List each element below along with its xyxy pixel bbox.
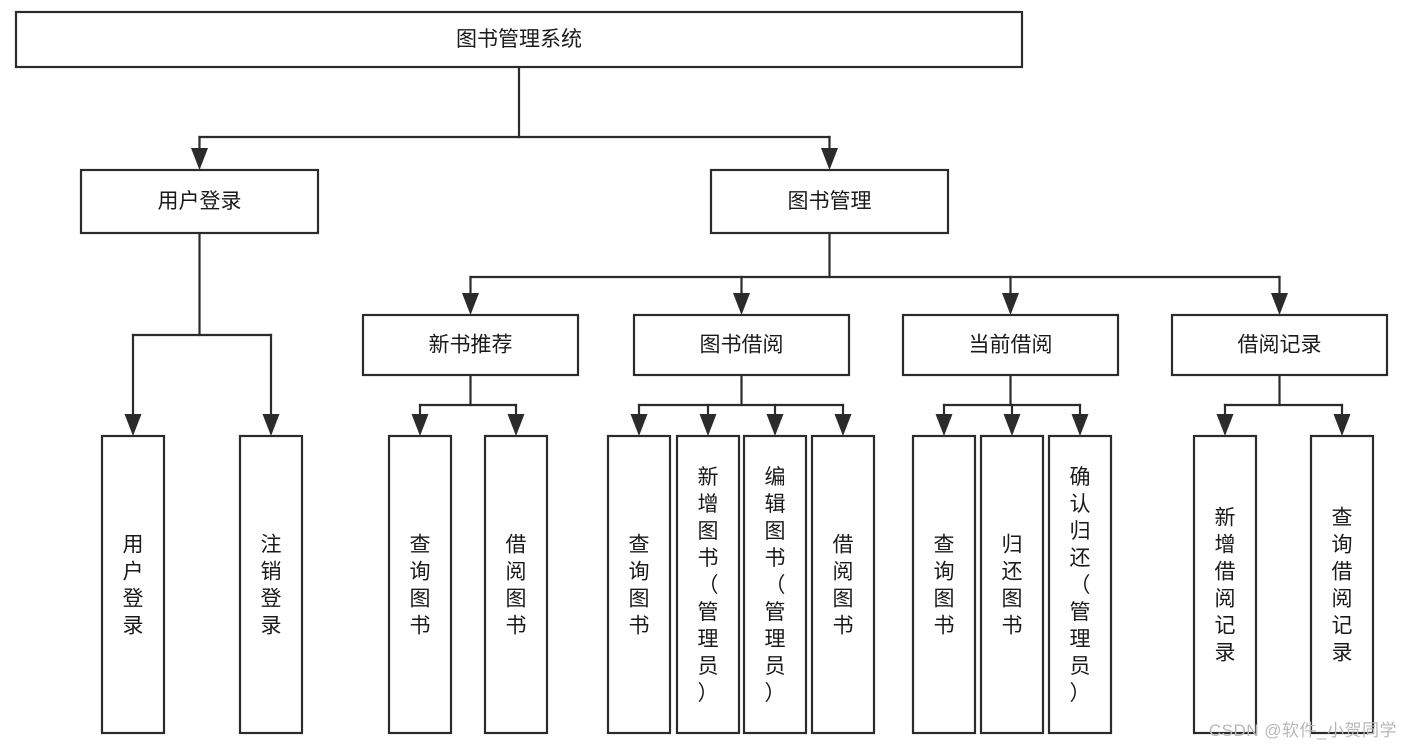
connector-group-newbook xyxy=(411,373,525,436)
tree-node-record[interactable]: 借阅记录 xyxy=(1170,313,1389,377)
tree-node-leaf-borrow-3[interactable]: 编辑图书（管理员） xyxy=(742,434,808,735)
arrow-head-icon xyxy=(821,148,838,170)
node-label: 查询借阅记录 xyxy=(1332,507,1353,665)
tree-node-leaf-login-2[interactable]: 注销登录 xyxy=(238,434,304,735)
connector-group-login xyxy=(124,231,280,436)
node-label: 注销登录 xyxy=(261,534,282,638)
tree-node-leaf-current-2[interactable]: 归还图书 xyxy=(979,434,1045,735)
node-label: 用户登录 xyxy=(158,190,242,213)
watermark-label: CSDN @软件_小贺同学 xyxy=(1208,721,1397,740)
node-label: 查询图书 xyxy=(629,534,650,638)
node-label: 归还图书 xyxy=(1002,534,1023,638)
node-box[interactable] xyxy=(1309,434,1375,735)
arrow-head-icon xyxy=(766,414,784,436)
tree-node-login[interactable]: 用户登录 xyxy=(79,168,320,235)
tree-node-root[interactable]: 图书管理系统 xyxy=(14,10,1024,69)
arrow-head-icon xyxy=(191,148,208,170)
arrow-head-icon xyxy=(935,414,953,436)
node-label: 新增借阅记录 xyxy=(1215,507,1236,665)
arrow-head-icon xyxy=(733,293,750,315)
arrow-head-icon xyxy=(630,414,648,436)
arrow-head-icon xyxy=(124,414,142,436)
connector-group-record xyxy=(1216,373,1351,436)
node-box[interactable] xyxy=(709,168,950,235)
tree-node-leaf-borrow-1[interactable]: 查询图书 xyxy=(606,434,672,735)
node-box[interactable] xyxy=(14,10,1024,69)
connector-group-borrow xyxy=(630,373,852,436)
connectors-layer xyxy=(124,65,1351,436)
node-box[interactable] xyxy=(911,434,977,735)
node-label: 确认归还（管理员） xyxy=(1070,466,1091,705)
arrow-head-icon xyxy=(1071,414,1089,436)
connector-group-root xyxy=(191,65,838,170)
node-box[interactable] xyxy=(675,434,741,735)
node-label: 图书管理系统 xyxy=(456,28,582,51)
arrow-head-icon xyxy=(411,414,429,436)
tree-node-leaf-current-1[interactable]: 查询图书 xyxy=(911,434,977,735)
node-box[interactable] xyxy=(100,434,166,735)
arrow-head-icon xyxy=(262,414,280,436)
connector-group-bookmgmt xyxy=(462,231,1288,315)
node-box[interactable] xyxy=(1047,434,1113,735)
node-box[interactable] xyxy=(79,168,320,235)
node-label: 新书推荐 xyxy=(429,334,513,357)
tree-node-leaf-newbook-1[interactable]: 查询图书 xyxy=(387,434,453,735)
arrow-head-icon xyxy=(1271,293,1288,315)
tree-node-leaf-current-3[interactable]: 确认归还（管理员） xyxy=(1047,434,1113,735)
arrow-head-icon xyxy=(507,414,525,436)
node-box[interactable] xyxy=(387,434,453,735)
node-box[interactable] xyxy=(901,313,1120,377)
node-label: 图书管理 xyxy=(788,190,872,213)
arrow-head-icon xyxy=(1002,293,1019,315)
arrow-head-icon xyxy=(462,293,479,315)
node-box[interactable] xyxy=(742,434,808,735)
node-box[interactable] xyxy=(979,434,1045,735)
nodes-layer: 图书管理系统用户登录图书管理新书推荐图书借阅当前借阅借阅记录用户登录注销登录查询… xyxy=(14,10,1389,735)
tree-node-current[interactable]: 当前借阅 xyxy=(901,313,1120,377)
node-label: 查询图书 xyxy=(934,534,955,638)
tree-node-leaf-borrow-2[interactable]: 新增图书（管理员） xyxy=(675,434,741,735)
node-label: 编辑图书（管理员） xyxy=(765,466,786,705)
node-label: 借阅图书 xyxy=(833,534,854,638)
arrow-head-icon xyxy=(834,414,852,436)
arrow-head-icon xyxy=(699,414,717,436)
node-label: 新增图书（管理员） xyxy=(698,466,719,705)
node-box[interactable] xyxy=(238,434,304,735)
node-box[interactable] xyxy=(810,434,876,735)
node-box[interactable] xyxy=(1170,313,1389,377)
tree-node-leaf-login-1[interactable]: 用户登录 xyxy=(100,434,166,735)
arrow-head-icon xyxy=(1003,414,1021,436)
arrow-head-icon xyxy=(1333,414,1351,436)
node-box[interactable] xyxy=(606,434,672,735)
arrow-head-icon xyxy=(1216,414,1234,436)
node-box[interactable] xyxy=(632,313,851,377)
tree-node-bookmgmt[interactable]: 图书管理 xyxy=(709,168,950,235)
node-label: 借阅记录 xyxy=(1238,334,1322,357)
node-box[interactable] xyxy=(1192,434,1258,735)
node-label: 当前借阅 xyxy=(969,334,1053,357)
tree-node-leaf-borrow-4[interactable]: 借阅图书 xyxy=(810,434,876,735)
node-label: 图书借阅 xyxy=(700,334,784,357)
node-box[interactable] xyxy=(361,313,580,377)
tree-node-leaf-newbook-2[interactable]: 借阅图书 xyxy=(483,434,549,735)
tree-node-borrow[interactable]: 图书借阅 xyxy=(632,313,851,377)
connector-group-current xyxy=(935,373,1089,436)
node-box[interactable] xyxy=(483,434,549,735)
tree-node-leaf-record-1[interactable]: 新增借阅记录 xyxy=(1192,434,1258,735)
node-label: 查询图书 xyxy=(410,534,431,638)
tree-node-newbook[interactable]: 新书推荐 xyxy=(361,313,580,377)
node-label: 借阅图书 xyxy=(506,534,527,638)
node-label: 用户登录 xyxy=(123,534,144,638)
tree-node-leaf-record-2[interactable]: 查询借阅记录 xyxy=(1309,434,1375,735)
